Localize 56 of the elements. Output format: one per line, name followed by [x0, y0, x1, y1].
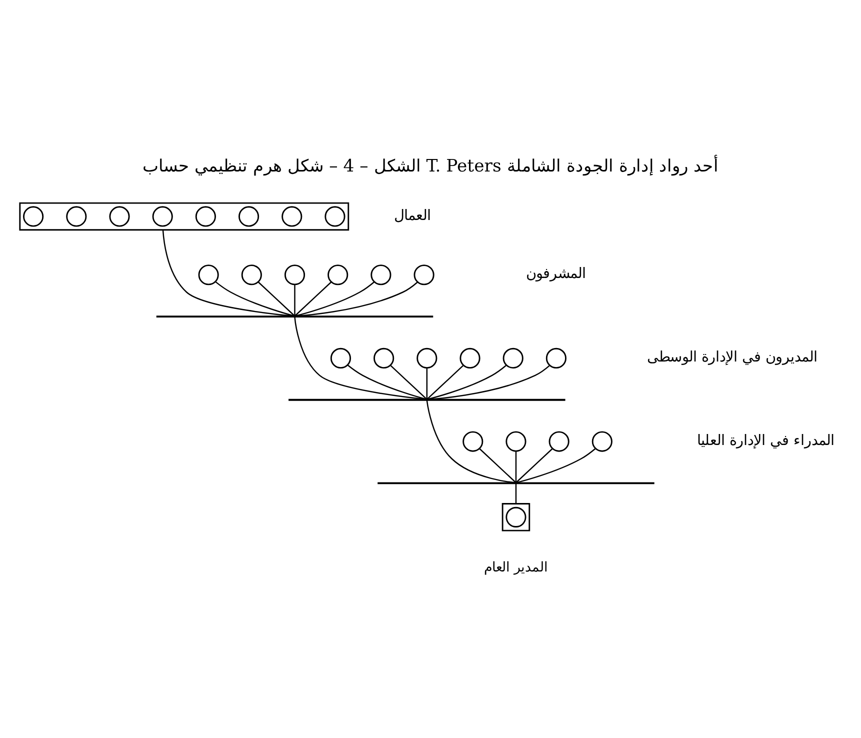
node-label: المدير العام: [484, 560, 548, 575]
node-circle: [66, 206, 87, 226]
label: المدراء في الإدارة العليا: [697, 432, 835, 448]
cluster: [19, 202, 350, 230]
node-circle: [23, 206, 44, 226]
connector: [426, 364, 464, 400]
node-circle: [506, 430, 526, 452]
connector: [294, 280, 375, 316]
node-circle: [462, 430, 484, 452]
connector: [347, 364, 427, 400]
connector: [294, 316, 427, 400]
diagram-title: الشكل – 4 – شكل هرم تنظيمي حساب T. Peters أحد رواد إدارة الجودة الشاملة: [142, 156, 719, 176]
connector: [294, 281, 332, 316]
node-circle: [374, 347, 394, 368]
node-circle: [238, 206, 260, 226]
node-circle: [506, 506, 526, 527]
connector: [426, 368, 428, 399]
node-circle: [370, 264, 392, 285]
label: المشرفون: [526, 266, 586, 282]
node-circle: [592, 430, 612, 452]
connector: [516, 448, 553, 483]
node-circle: [241, 264, 262, 285]
connector: [162, 229, 295, 316]
node-circle: [546, 347, 566, 368]
node-line: [156, 315, 434, 317]
node-circle: [195, 206, 216, 226]
node-circle: [324, 206, 346, 226]
connector: [426, 364, 550, 400]
connector: [426, 364, 507, 400]
connector: [294, 281, 418, 316]
node-circle: [198, 264, 219, 285]
cluster: [502, 502, 530, 531]
node-circle: [328, 264, 348, 285]
node-circle: [282, 206, 302, 226]
node-line: [288, 398, 566, 400]
connector: [426, 400, 516, 483]
node-circle: [548, 430, 570, 452]
connector: [479, 448, 516, 483]
label: العمال: [394, 207, 432, 224]
node-circle: [284, 264, 306, 285]
node-circle: [416, 347, 438, 368]
connector: [258, 281, 296, 316]
connector: [390, 364, 428, 400]
node-circle: [460, 347, 480, 368]
label: المديرون في الإدارة الوسطى: [647, 349, 818, 366]
node-circle: [330, 347, 352, 368]
connector: [516, 448, 596, 483]
node-circle: [414, 264, 434, 285]
connector: [515, 483, 517, 504]
connector: [294, 284, 296, 316]
node-circle: [502, 347, 524, 368]
connector: [515, 450, 517, 482]
node-circle: [152, 206, 173, 226]
node-line: [378, 482, 654, 484]
node-circle: [109, 206, 130, 226]
connector: [215, 280, 295, 316]
